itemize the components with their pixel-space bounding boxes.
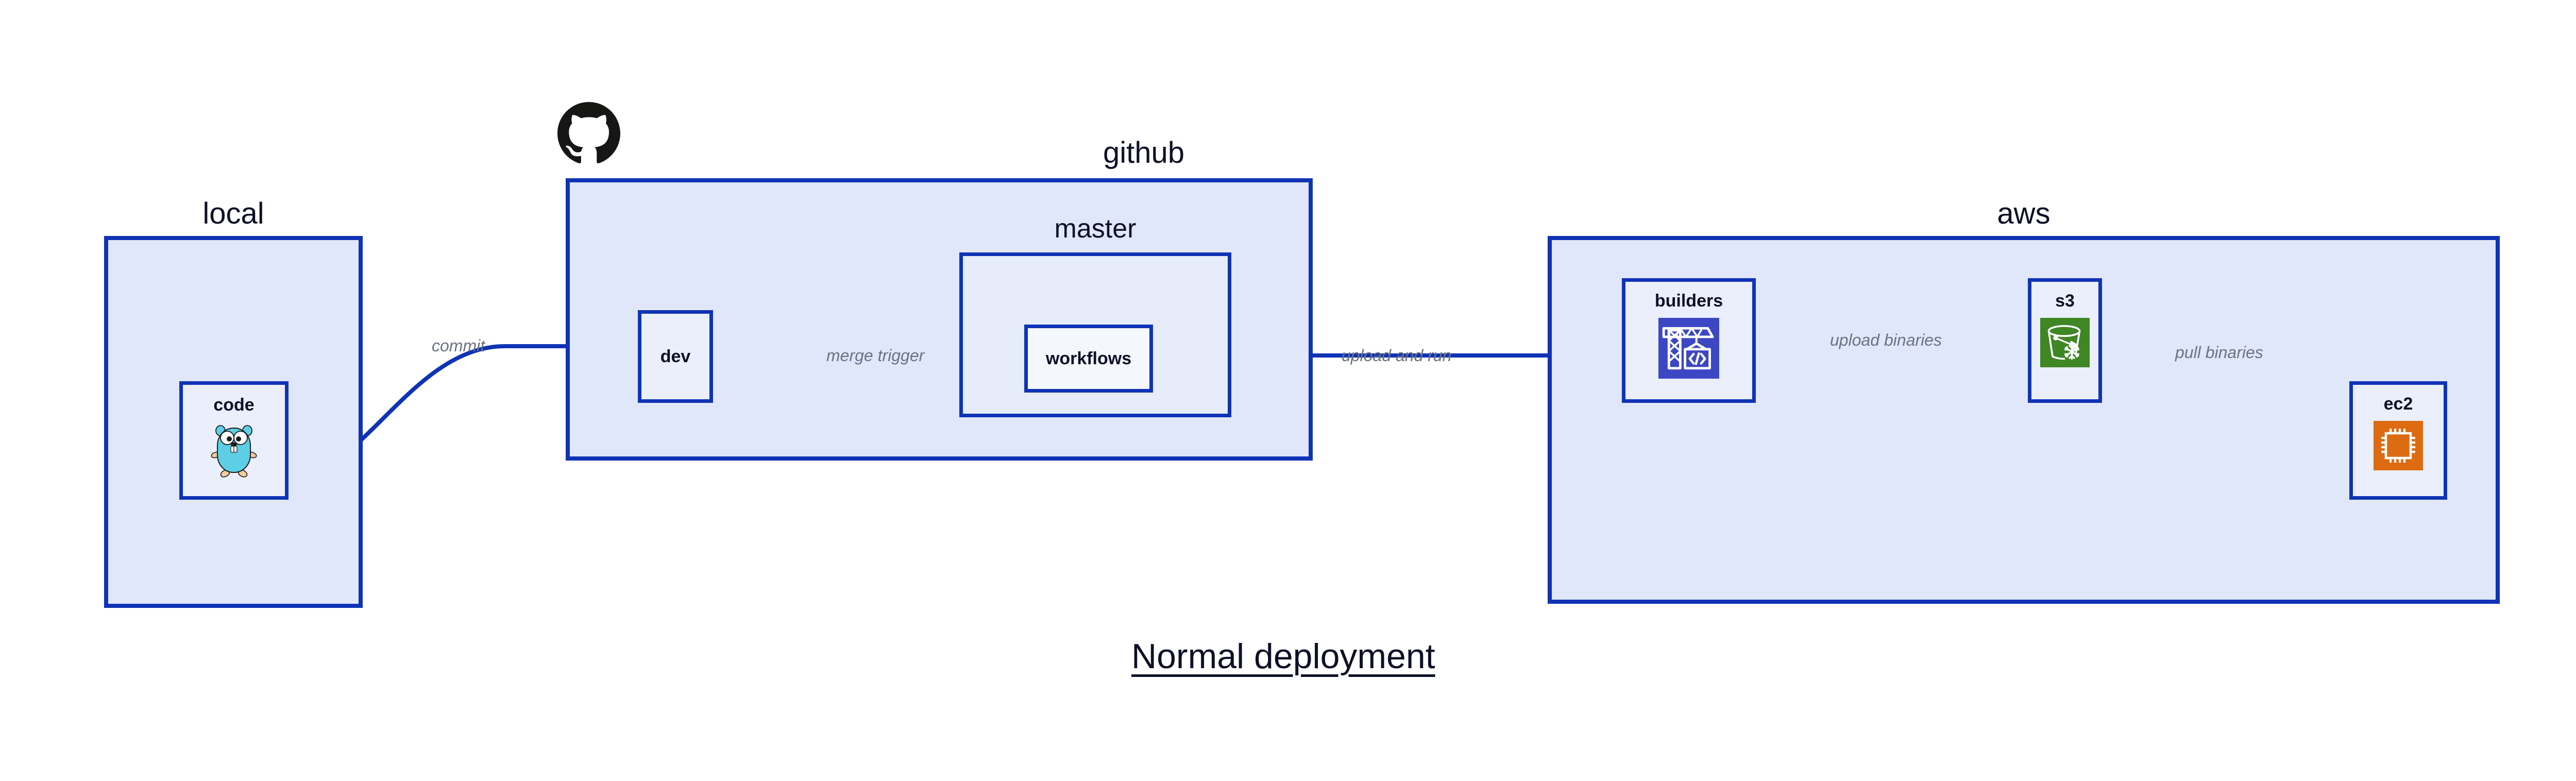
diagram-caption: Normal deployment <box>1131 637 1435 676</box>
node-builders[interactable]: builders <box>1622 278 1756 403</box>
go-gopher-icon <box>209 422 259 481</box>
node-s3[interactable]: s3 <box>2028 278 2102 403</box>
node-s3-label: s3 <box>2055 291 2075 311</box>
subgroup-label-master: master <box>1054 214 1137 244</box>
group-label-github: github <box>1103 136 1185 169</box>
group-label-local: local <box>202 197 264 230</box>
node-builders-label: builders <box>1654 291 1723 311</box>
node-dev-label: dev <box>660 347 691 366</box>
node-code[interactable]: code <box>179 381 289 500</box>
edge-label-upload-binaries: upload binaries <box>1830 331 1942 349</box>
node-workflows[interactable]: workflows <box>1024 325 1153 393</box>
edge-label-merge-trigger: merge trigger <box>826 346 925 365</box>
edge-label-upload-and-run: upload and run <box>1342 346 1452 365</box>
edge-label-pull-binaries: pull binaries <box>2175 343 2263 362</box>
node-ec2[interactable]: ec2 <box>2349 381 2447 500</box>
group-label-aws: aws <box>1997 197 2050 230</box>
node-ec2-label: ec2 <box>2383 394 2413 414</box>
aws-ec2-chip-icon <box>2374 421 2423 473</box>
node-code-label: code <box>213 395 255 415</box>
aws-s3-bucket-icon <box>2040 318 2090 370</box>
node-dev[interactable]: dev <box>638 310 713 403</box>
node-workflows-label: workflows <box>1045 349 1132 368</box>
github-octocat-logo <box>557 102 620 167</box>
edge-label-commit: commit <box>432 336 485 355</box>
aws-codebuild-icon <box>1658 318 1719 381</box>
